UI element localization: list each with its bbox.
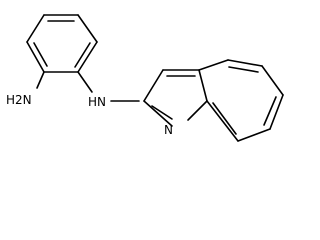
bond [26, 41, 45, 73]
double-bond-inner [33, 42, 48, 67]
bond [206, 100, 239, 142]
bond [198, 69, 208, 102]
bond [198, 59, 229, 71]
double-bond-inner [151, 105, 173, 120]
bond [261, 65, 284, 96]
double-bond-inner [74, 42, 91, 68]
bond [77, 41, 98, 73]
double-bond-inner [263, 96, 277, 126]
seven-membered-ring [198, 59, 284, 142]
bond [77, 14, 98, 43]
five-membered-ring [143, 69, 208, 127]
bond [143, 69, 164, 102]
amine-nh-label: HN [88, 95, 106, 109]
ring-nitrogen-label: N [164, 123, 173, 137]
bond [26, 14, 45, 43]
chemical-structure-diagram: H2N HN N [6, 14, 284, 142]
bond-to-nh [77, 71, 93, 93]
bond [237, 128, 271, 142]
amine-nh2-label: H2N [6, 93, 32, 107]
bond [143, 100, 173, 127]
bond [269, 94, 284, 130]
bond [227, 59, 263, 67]
double-bond-inner [212, 102, 237, 135]
bond [187, 100, 208, 121]
double-bond-inner [228, 66, 259, 73]
bond-to-nh2 [36, 71, 45, 89]
benzene-ring [26, 14, 98, 73]
